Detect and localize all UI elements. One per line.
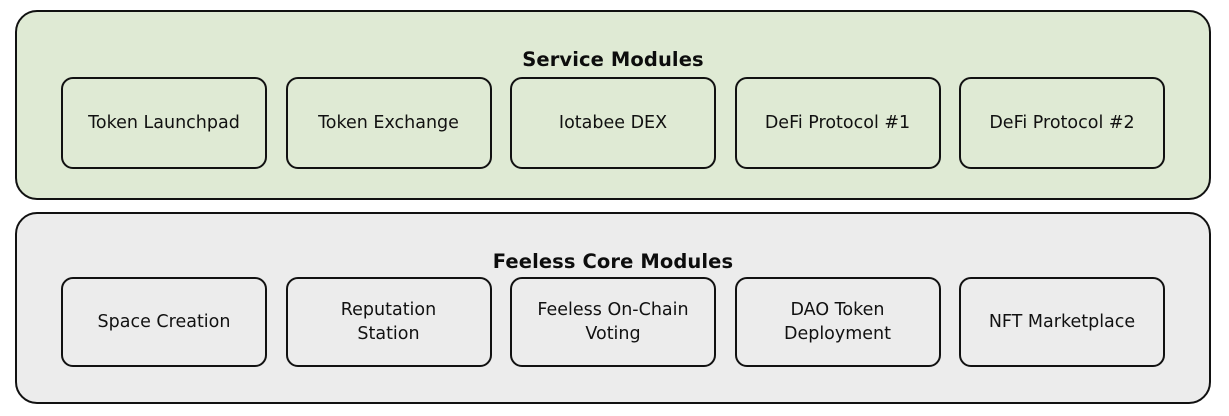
module-card-defi-protocol-2[interactable]: DeFi Protocol #2 (959, 77, 1165, 169)
module-card-label: Space Creation (97, 311, 231, 332)
layer-feeless-core-modules: Feeless Core Modules Space Creation Repu… (15, 212, 1211, 404)
feeless-core-modules-row: Space Creation Reputation Station Feeles… (61, 277, 1165, 367)
module-card-label: NFT Marketplace (988, 311, 1136, 332)
module-card-label: Iotabee DEX (558, 112, 668, 133)
module-card-space-creation[interactable]: Space Creation (61, 277, 267, 367)
module-card-nft-marketplace[interactable]: NFT Marketplace (959, 277, 1165, 367)
layer-service-modules: Service Modules Token Launchpad Token Ex… (15, 10, 1211, 200)
module-card-label: DeFi Protocol #2 (989, 112, 1135, 133)
module-card-label: DeFi Protocol #1 (764, 112, 911, 133)
layer-feeless-core-modules-title: Feeless Core Modules (492, 250, 734, 274)
module-card-token-launchpad[interactable]: Token Launchpad (61, 77, 267, 169)
module-card-iotabee-dex[interactable]: Iotabee DEX (510, 77, 716, 169)
module-card-label: Token Launchpad (88, 112, 240, 133)
module-card-feeless-on-chain-voting[interactable]: Feeless On-Chain Voting (510, 277, 716, 367)
service-modules-row: Token Launchpad Token Exchange Iotabee D… (61, 77, 1165, 169)
module-card-label: Reputation Station (340, 299, 437, 344)
module-card-token-exchange[interactable]: Token Exchange (285, 77, 492, 169)
module-card-label: DAO Token Deployment (783, 299, 892, 344)
module-card-reputation-station[interactable]: Reputation Station (285, 277, 492, 367)
module-card-defi-protocol-1[interactable]: DeFi Protocol #1 (734, 77, 941, 169)
module-card-dao-token-deployment[interactable]: DAO Token Deployment (734, 277, 941, 367)
module-card-label: Feeless On-Chain Voting (537, 299, 689, 344)
module-card-label: Token Exchange (318, 112, 459, 133)
layer-service-modules-title: Service Modules (522, 48, 704, 72)
